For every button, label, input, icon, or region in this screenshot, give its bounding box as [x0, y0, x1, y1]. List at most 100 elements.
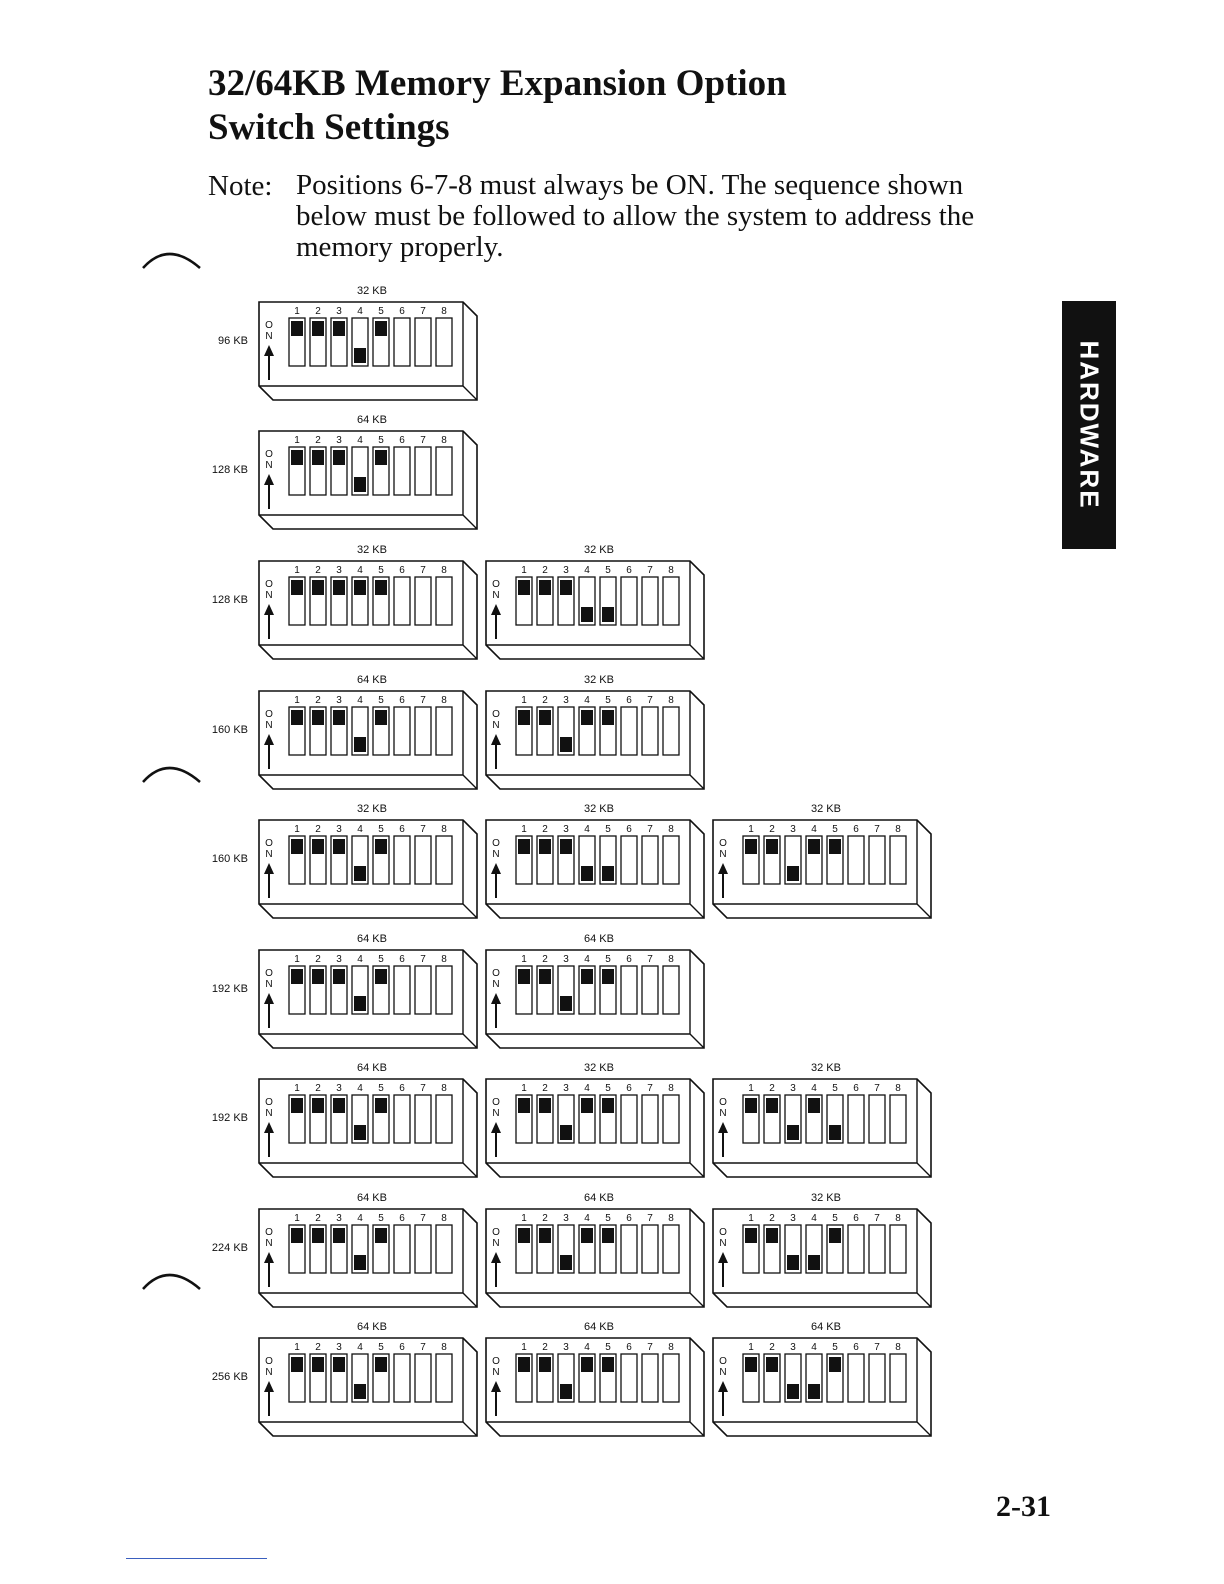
switch-lever-off — [354, 866, 366, 881]
switch-lever-on — [375, 450, 387, 465]
switch-number: 8 — [668, 1342, 674, 1353]
switch-number: 1 — [294, 306, 300, 317]
switch-number: 3 — [563, 1213, 569, 1224]
switch-body-edge — [259, 1079, 478, 1178]
page-title-line-1: 32/64KB Memory Expansion Option — [208, 63, 787, 104]
switch-number: 2 — [542, 824, 548, 835]
switch-lever-on — [375, 321, 387, 336]
switch-slot — [641, 1094, 659, 1144]
switch-number: 6 — [399, 306, 405, 317]
switch-body-edge — [713, 1338, 932, 1437]
switch-number: 2 — [315, 565, 321, 576]
switch-lever-on — [539, 710, 551, 725]
on-arrow-head — [264, 474, 274, 485]
switch-slot — [620, 965, 638, 1015]
switch-number: 8 — [668, 1083, 674, 1094]
margin-arc-mark — [142, 1273, 201, 1290]
switch-lever-on — [291, 710, 303, 725]
switch-block-label: 64 KB — [584, 1192, 614, 1204]
switch-lever-on — [829, 1228, 841, 1243]
switch-block-label: 64 KB — [357, 674, 387, 686]
margin-arc-mark — [142, 766, 201, 783]
switch-number: 4 — [357, 1083, 363, 1094]
switch-lever-on — [602, 1098, 614, 1113]
switch-number: 3 — [563, 1083, 569, 1094]
switch-block-label: 32 KB — [584, 544, 614, 556]
switch-number: 6 — [399, 1083, 405, 1094]
switch-number: 3 — [336, 435, 342, 446]
switch-block-label: 32 KB — [357, 285, 387, 297]
switch-number: 3 — [336, 306, 342, 317]
switch-block-label: 64 KB — [357, 1062, 387, 1074]
switch-lever-off — [787, 1125, 799, 1140]
switch-lever-on — [291, 969, 303, 984]
switch-number: 5 — [832, 1342, 838, 1353]
switch-slot — [414, 1353, 432, 1403]
switch-slot — [868, 1224, 886, 1274]
switch-number: 5 — [832, 824, 838, 835]
switch-lever-off — [602, 866, 614, 881]
switch-slot — [847, 1094, 865, 1144]
switch-slot — [641, 965, 659, 1015]
switch-number: 6 — [626, 565, 632, 576]
switch-number: 2 — [542, 565, 548, 576]
switch-number: 4 — [811, 1083, 817, 1094]
switch-number: 4 — [357, 565, 363, 576]
switch-lever-on — [333, 1228, 345, 1243]
on-label-n: N — [265, 1108, 272, 1119]
switch-lever-on — [333, 710, 345, 725]
switch-lever-on — [518, 839, 530, 854]
switch-number: 4 — [584, 695, 590, 706]
config-total-label: 192 KB — [212, 983, 248, 995]
switch-number: 8 — [895, 1342, 901, 1353]
switch-number: 7 — [647, 954, 653, 965]
switch-lever-on — [312, 450, 324, 465]
switch-number: 2 — [542, 1213, 548, 1224]
switch-lever-off — [560, 1384, 572, 1399]
switch-number: 7 — [420, 1083, 426, 1094]
switch-number: 3 — [563, 1342, 569, 1353]
page-title: 32/64KB Memory Expansion Option Switch S… — [208, 62, 787, 150]
switch-lever-off — [581, 607, 593, 622]
switch-lever-on — [333, 839, 345, 854]
switch-slot — [641, 1353, 659, 1403]
on-label-n: N — [719, 1367, 726, 1378]
switch-number: 6 — [399, 695, 405, 706]
config-total-label: 128 KB — [212, 464, 248, 476]
switch-number: 7 — [420, 954, 426, 965]
switch-number: 3 — [336, 954, 342, 965]
switch-slot — [868, 1094, 886, 1144]
switch-number: 2 — [315, 824, 321, 835]
switch-block-label: 64 KB — [357, 933, 387, 945]
switch-number: 8 — [441, 695, 447, 706]
switch-slot — [393, 1353, 411, 1403]
on-arrow-head — [264, 345, 274, 356]
switch-number: 2 — [315, 954, 321, 965]
switch-number: 7 — [874, 1083, 880, 1094]
switch-number: 4 — [584, 954, 590, 965]
switch-lever-on — [745, 1098, 757, 1113]
note-text: Positions 6-7-8 must always be ON. The s… — [296, 169, 975, 263]
switch-body-edge — [259, 561, 478, 660]
switch-number: 4 — [584, 824, 590, 835]
switch-slot — [393, 446, 411, 496]
switch-number: 3 — [336, 1213, 342, 1224]
switch-slot — [393, 1224, 411, 1274]
switch-number: 5 — [378, 1213, 384, 1224]
switch-number: 5 — [605, 565, 611, 576]
switch-number: 4 — [584, 565, 590, 576]
on-label-o: O — [265, 1227, 273, 1238]
switch-number: 3 — [336, 695, 342, 706]
on-label-n: N — [492, 1238, 499, 1249]
switch-lever-on — [291, 321, 303, 336]
switch-number: 1 — [294, 435, 300, 446]
switch-lever-on — [333, 450, 345, 465]
switch-number: 8 — [441, 306, 447, 317]
